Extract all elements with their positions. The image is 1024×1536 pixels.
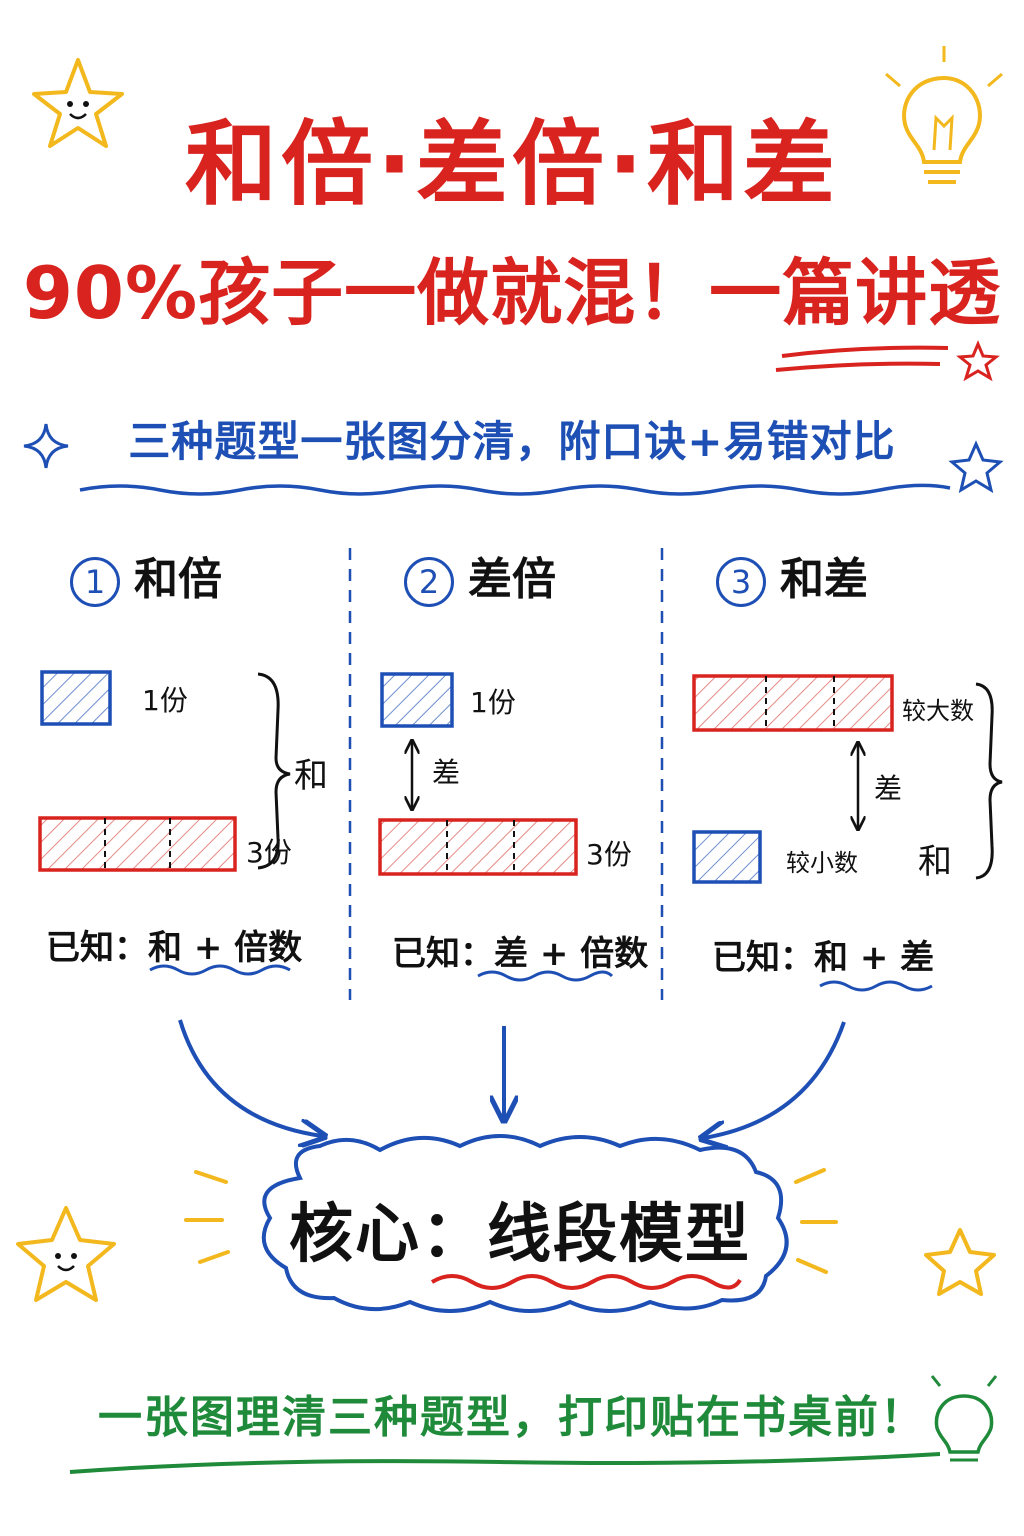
section-1-title: 1 和倍 bbox=[70, 552, 222, 608]
section-3-top-label: 较大数 bbox=[902, 697, 974, 725]
section-2-known: 已知：差 + 倍数 bbox=[392, 932, 648, 976]
section-2-title-text: 差倍 bbox=[468, 554, 556, 605]
section-3-brace-label: 和 bbox=[918, 842, 952, 882]
section-2-number: 2 bbox=[404, 557, 454, 607]
section-2-bottom-label: 3份 bbox=[586, 838, 632, 871]
sparkle-icon bbox=[23, 423, 69, 469]
section-1-known-value: 和 + 倍数 bbox=[148, 928, 303, 968]
section-3-known-prefix: 已知： bbox=[712, 938, 814, 978]
star-icon bbox=[16, 1206, 116, 1302]
page-subtitle-red: 90%孩子一做就混！一篇讲透 bbox=[22, 251, 1002, 335]
section-1-known-prefix: 已知： bbox=[46, 928, 148, 968]
section-2-known-value: 差 + 倍数 bbox=[494, 934, 649, 974]
section-1-bottom-label: 3份 bbox=[246, 836, 292, 869]
section-2-title: 2 差倍 bbox=[404, 552, 556, 608]
section-1-number: 1 bbox=[70, 557, 120, 607]
lightbulb-icon bbox=[930, 1375, 998, 1462]
footer-text: 一张图理清三种题型，打印贴在书桌前！ bbox=[98, 1392, 926, 1443]
section-1-top-label: 1份 bbox=[142, 684, 188, 717]
section-1-known: 已知：和 + 倍数 bbox=[46, 926, 302, 970]
star-icon bbox=[948, 440, 1004, 494]
lightbulb-icon bbox=[885, 46, 1003, 184]
section-2-arrow-label: 差 bbox=[432, 756, 461, 789]
section-3-title: 3 和差 bbox=[716, 552, 868, 608]
core-cloud bbox=[261, 1134, 789, 1313]
page-subtitle-blue: 三种题型一张图分清，附口诀+易错对比 bbox=[128, 417, 896, 466]
core-text: 核心：线段模型 bbox=[289, 1198, 751, 1272]
section-2-known-prefix: 已知： bbox=[392, 934, 494, 974]
section-3-known: 已知：和 + 差 bbox=[712, 936, 934, 980]
star-icon bbox=[956, 340, 1000, 382]
section-3-title-text: 和差 bbox=[780, 554, 868, 605]
section-3-known-value: 和 + 差 bbox=[814, 938, 935, 978]
star-icon bbox=[924, 1228, 996, 1296]
section-3-number: 3 bbox=[716, 557, 766, 607]
section-2-top-label: 1份 bbox=[470, 686, 516, 719]
section-1-brace-label: 和 bbox=[294, 756, 328, 796]
page-title: 和倍·差倍·和差 bbox=[185, 111, 839, 218]
star-icon bbox=[32, 58, 124, 148]
section-3-bottom-label: 较小数 bbox=[786, 849, 858, 877]
section-3-arrow-label: 差 bbox=[874, 772, 903, 805]
section-1-title-text: 和倍 bbox=[134, 554, 222, 605]
